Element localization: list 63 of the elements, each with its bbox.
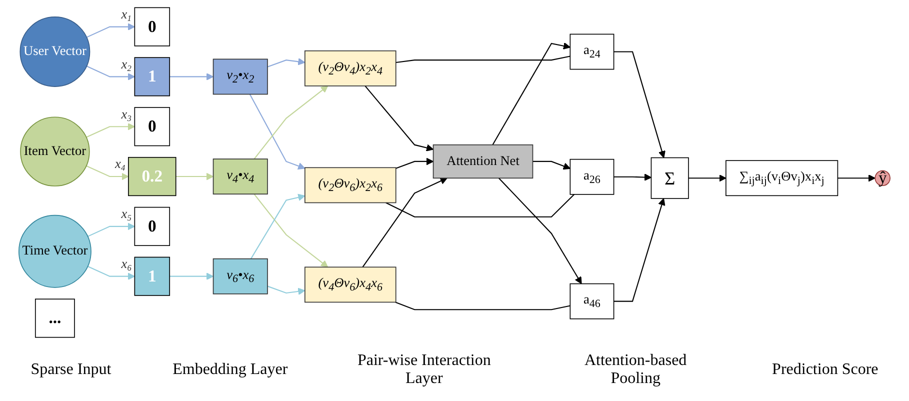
arrow xyxy=(88,266,135,280)
sparse-input-cell: ... xyxy=(34,298,75,338)
sum-box: Σ xyxy=(650,157,689,199)
layer-label: Sparse Input xyxy=(30,361,112,379)
arrow xyxy=(267,286,306,296)
layer-label: Embedding Layer xyxy=(172,361,288,379)
attention-net-box: Attention Net xyxy=(432,144,534,179)
connector-line xyxy=(395,302,570,310)
arrow xyxy=(838,174,876,182)
arrow xyxy=(267,58,306,68)
arrow xyxy=(362,178,448,268)
arrow xyxy=(170,272,214,280)
arrow xyxy=(86,66,135,80)
arrow xyxy=(254,194,328,268)
attention-weight-box: a$_{46}$ xyxy=(570,283,614,320)
layer-label: Attention-based Pooling xyxy=(583,352,688,388)
arrow xyxy=(176,172,214,180)
interaction-box: (v$_{2}$Θv$_{6}$)x$_{2}$x$_{6}$ xyxy=(304,167,396,204)
arrow xyxy=(86,165,129,180)
attention-weight-box: a$_{24}$ xyxy=(570,34,614,70)
arrow xyxy=(250,194,306,260)
arrow xyxy=(532,160,570,170)
vector-circle: User Vector xyxy=(20,16,90,87)
connector-line xyxy=(396,56,570,64)
sparse-input-cell: 0 xyxy=(134,107,170,146)
feature-label: x$_{5}$ xyxy=(121,206,132,223)
interaction-box: (v$_{2}$Θv$_{4}$)x$_{2}$x$_{4}$ xyxy=(304,50,396,86)
feature-label: x$_{3}$ xyxy=(121,106,132,123)
embedding-box: v$_{2}$•x$_{2}$ xyxy=(212,58,268,95)
output-circle: ŷ xyxy=(874,168,891,188)
layer-label: Prediction Score xyxy=(772,361,878,379)
sparse-input-cell: 0 xyxy=(134,206,170,246)
feature-label: x$_{1}$ xyxy=(121,6,132,23)
arrow xyxy=(396,158,434,169)
arrow xyxy=(249,94,306,170)
connector-line xyxy=(386,194,575,218)
vector-circle: Time Vector xyxy=(18,214,92,288)
embedding-box: v$_{6}$•x$_{6}$ xyxy=(212,258,268,294)
arrow xyxy=(498,178,582,284)
arrow xyxy=(614,198,666,302)
arrow xyxy=(254,86,328,160)
sparse-input-cell: 1 xyxy=(134,256,170,296)
prediction-formula-box: ∑$_{ij}$a$_{ij}$(v$_{i}$Θv$_{j}$)x$_{i}$x$_{j}$ xyxy=(726,160,838,196)
arrow xyxy=(364,86,434,152)
feature-label: x$_{6}$ xyxy=(121,256,132,273)
arrow xyxy=(614,51,666,158)
arrow xyxy=(688,174,726,182)
arrow xyxy=(86,23,135,38)
feature-label: x$_{4}$ xyxy=(115,156,126,173)
sparse-input-cell: 0.2 xyxy=(128,156,176,196)
sparse-input-cell: 1 xyxy=(134,57,170,96)
arrow xyxy=(86,122,135,138)
vector-circle: Item Vector xyxy=(20,116,90,186)
interaction-box: (v$_{4}$Θv$_{6}$)x$_{4}$x$_{6}$ xyxy=(304,266,396,303)
layer-label: Pair-wise Interaction Layer xyxy=(356,352,492,388)
arrow xyxy=(614,174,652,181)
arrow xyxy=(492,42,570,146)
embedding-box: v$_{4}$•x$_{4}$ xyxy=(212,158,268,194)
feature-label: x$_{2}$ xyxy=(121,56,132,73)
arrow xyxy=(88,222,135,237)
attention-weight-box: a$_{26}$ xyxy=(570,158,614,195)
arrow xyxy=(170,73,214,80)
sparse-input-cell: 0 xyxy=(134,7,170,46)
